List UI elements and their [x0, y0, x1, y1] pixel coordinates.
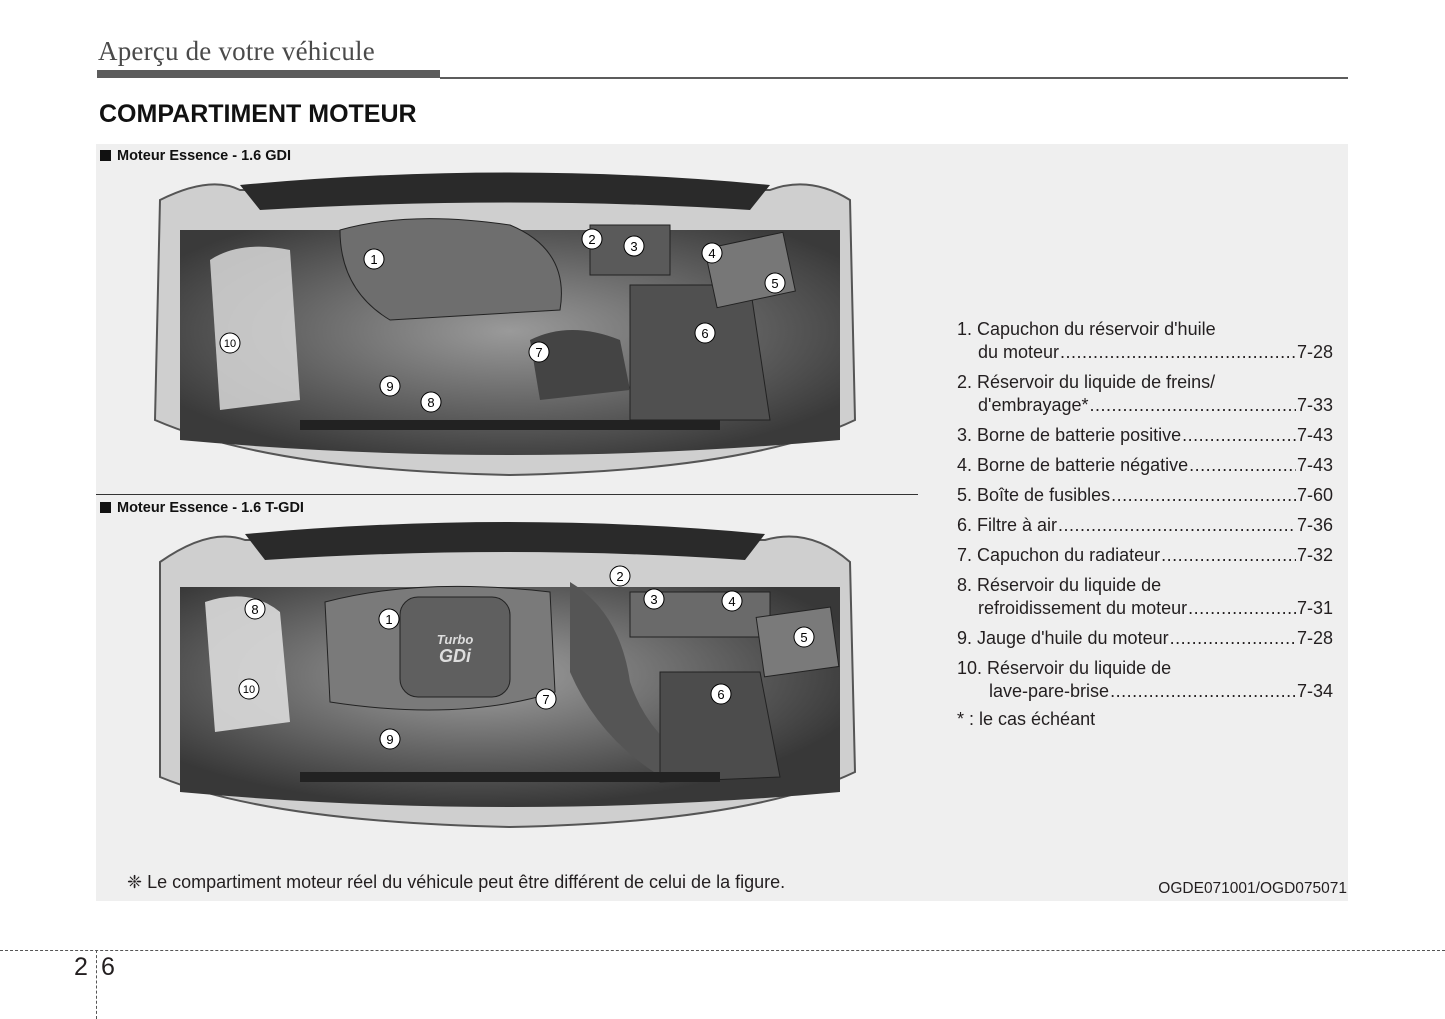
list-item-10: lave-pare-brise7-34	[957, 680, 1333, 703]
callout-1: 1	[378, 608, 400, 630]
figure-note: ❈ Le compartiment moteur réel du véhicul…	[127, 872, 786, 892]
bullet-square-icon	[100, 150, 111, 161]
header-title: Aperçu de votre véhicule	[98, 36, 375, 66]
callout-7: 7	[528, 341, 550, 363]
svg-text:6: 6	[717, 687, 724, 702]
image-code: OGDE071001/OGD075071	[1158, 880, 1347, 897]
turbo-badge-line2: GDi	[439, 646, 472, 666]
callout-9: 9	[379, 375, 401, 397]
section-title: COMPARTIMENT MOTEUR	[99, 100, 417, 128]
svg-text:3: 3	[630, 239, 637, 254]
svg-text:6: 6	[701, 326, 708, 341]
list-item-7: 7. Capuchon du radiateur7-32	[957, 544, 1333, 567]
list-item-8: refroidissement du moteur7-31	[957, 597, 1333, 620]
footnote: * : le cas échéant	[957, 709, 1096, 729]
svg-text:10: 10	[224, 338, 236, 350]
callout-4: 4	[701, 242, 723, 264]
callout-3: 3	[643, 588, 665, 610]
list-item-5: 5. Boîte de fusibles7-60	[957, 484, 1333, 507]
turbo-badge-line1: Turbo	[437, 632, 474, 647]
callout-8: 8	[244, 598, 266, 620]
list-item-1-line1: 1. Capuchon du réservoir d'huile	[957, 319, 1216, 339]
figure-label-gdi: Moteur Essence - 1.6 GDI	[100, 148, 291, 164]
list-item-9: 9. Jauge d'huile du moteur7-28	[957, 627, 1333, 650]
list-item-10-line1: 10. Réservoir du liquide de	[957, 658, 1172, 678]
svg-text:3: 3	[650, 592, 657, 607]
svg-text:8: 8	[427, 395, 434, 410]
callout-3: 3	[623, 235, 645, 257]
callout-8: 8	[420, 391, 442, 413]
list-item-1: du moteur7-28	[957, 341, 1333, 364]
svg-text:8: 8	[251, 602, 258, 617]
callout-6: 6	[710, 683, 732, 705]
callout-4: 4	[721, 590, 743, 612]
header-rule	[440, 77, 1348, 79]
svg-text:1: 1	[385, 612, 392, 627]
footer-dashed-divider	[96, 950, 97, 1019]
svg-text:5: 5	[800, 630, 807, 645]
callout-2: 2	[581, 228, 603, 250]
svg-text:4: 4	[728, 594, 735, 609]
svg-text:9: 9	[386, 732, 393, 747]
svg-text:10: 10	[243, 684, 255, 696]
page-number: 6	[101, 953, 115, 981]
callout-5: 5	[793, 626, 815, 648]
footer-dashed-rule	[0, 950, 1445, 951]
callout-10: 10	[238, 678, 260, 700]
svg-text:7: 7	[542, 692, 549, 707]
callout-5: 5	[764, 272, 786, 294]
list-item-2: d'embrayage*7-33	[957, 394, 1333, 417]
header-bar	[97, 70, 440, 78]
list-item-3: 3. Borne de batterie positive7-43	[957, 424, 1333, 447]
callout-7: 7	[535, 688, 557, 710]
svg-text:4: 4	[708, 246, 715, 261]
list-item-4: 4. Borne de batterie négative7-43	[957, 454, 1333, 477]
figure-divider	[96, 494, 918, 495]
callout-1: 1	[363, 248, 385, 270]
component-list: 1. Capuchon du réservoir d'huile du mote…	[957, 318, 1333, 731]
bullet-square-icon	[100, 502, 111, 513]
svg-text:9: 9	[386, 379, 393, 394]
figure-label-tgdi: Moteur Essence - 1.6 T-GDI	[100, 500, 304, 516]
svg-text:2: 2	[588, 232, 595, 247]
list-item-8-line1: 8. Réservoir du liquide de	[957, 575, 1162, 595]
svg-text:5: 5	[771, 276, 778, 291]
svg-text:7: 7	[535, 345, 542, 360]
callout-6: 6	[694, 322, 716, 344]
svg-text:1: 1	[370, 252, 377, 267]
engine-illustration-tgdi: Turbo GDi 1 2 3 4 5 6 7 8 9 10	[159, 522, 857, 829]
list-item-2-line1: 2. Réservoir du liquide de freins/	[957, 372, 1216, 392]
engine-illustration-gdi: 1 2 3 4 5 6 7 8 9 10	[153, 172, 857, 477]
callout-2: 2	[609, 565, 631, 587]
svg-text:2: 2	[616, 569, 623, 584]
callout-10: 10	[219, 332, 241, 354]
list-item-6: 6. Filtre à air7-36	[957, 514, 1333, 537]
callout-9: 9	[379, 728, 401, 750]
chapter-number: 2	[74, 953, 88, 981]
